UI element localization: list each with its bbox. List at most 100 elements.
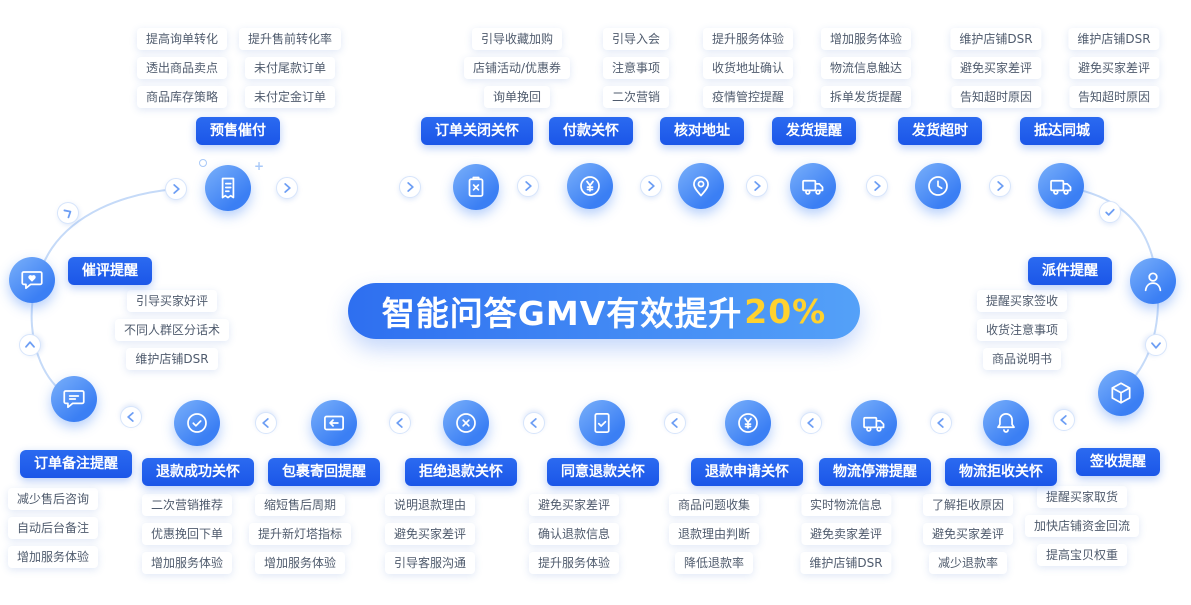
stage-pill-refund-reject: 拒绝退款关怀	[405, 458, 517, 486]
note-item: 减少退款率	[928, 552, 1008, 574]
coin-yen-icon	[567, 163, 613, 209]
note-item: 提高宝贝权重	[1036, 544, 1128, 566]
doc-check-icon	[579, 400, 625, 446]
flow-arrow-icon	[389, 412, 411, 434]
note-item: 增加服务体验	[141, 552, 233, 574]
stage-pill-stagnant: 物流停滞提醒	[819, 458, 931, 486]
note-item: 避免买家差评	[922, 523, 1014, 545]
note-item: 引导入会	[602, 28, 670, 50]
stage-pill-package-return: 包裹寄回提醒	[268, 458, 380, 486]
map-pin-icon	[678, 163, 724, 209]
flow-arrow-icon	[120, 406, 142, 428]
note-item: 避免卖家差评	[800, 523, 892, 545]
package-icon	[1098, 370, 1144, 416]
note-item: 实时物流信息	[800, 494, 892, 516]
note-item: 提升服务体验	[528, 552, 620, 574]
note-item: 提升售前转化率	[238, 28, 342, 50]
flow-arrow-icon	[52, 197, 84, 229]
note-item: 注意事项	[602, 57, 670, 79]
flow-arrow-icon	[1053, 409, 1075, 431]
flow-arrow-icon	[989, 175, 1011, 197]
flow-arrow-icon	[866, 175, 888, 197]
notes-stagnant: 实时物流信息避免卖家差评维护店铺DSR	[800, 494, 892, 574]
note-item: 退款理由判断	[668, 523, 760, 545]
flow-arrow-icon	[19, 334, 41, 356]
note-item: 店铺活动/优惠券	[463, 57, 571, 79]
note-item: 引导客服沟通	[384, 552, 476, 574]
stage-pill-address: 核对地址	[660, 117, 744, 145]
stage-pill-sign: 签收提醒	[1076, 448, 1160, 476]
note-item: 商品说明书	[982, 348, 1062, 370]
note-item: 维护店铺DSR	[800, 552, 892, 574]
note-item: 拆单发货提醒	[820, 86, 912, 108]
note-item: 未付定金订单	[244, 86, 336, 108]
note-item: 收货地址确认	[702, 57, 794, 79]
notes-package-return: 缩短售后周期提升新灯塔指标增加服务体验	[248, 494, 352, 574]
flow-arrow-icon	[746, 175, 768, 197]
note-item: 增加服务体验	[254, 552, 346, 574]
notes-presale-1: 提高询单转化透出商品卖点商品库存策略	[136, 28, 228, 108]
note-item: 维护店铺DSR	[1068, 28, 1160, 50]
flow-arrow-icon	[276, 177, 298, 199]
note-item: 提高询单转化	[136, 28, 228, 50]
coin-yen-icon	[725, 400, 771, 446]
notes-refund-reject: 说明退款理由避免买家差评引导客服沟通	[384, 494, 476, 574]
notes-payment: 引导入会注意事项二次营销	[602, 28, 670, 108]
note-item: 二次营销	[602, 86, 670, 108]
note-item: 减少售后咨询	[7, 488, 99, 510]
note-item: 优惠挽回下单	[141, 523, 233, 545]
flow-arrow-icon	[165, 178, 187, 200]
notes-sign: 提醒买家取货加快店铺资金回流提高宝贝权重	[1024, 486, 1140, 566]
note-item: 收货注意事项	[976, 319, 1068, 341]
truck-icon	[851, 400, 897, 446]
note-item: 说明退款理由	[384, 494, 476, 516]
note-item: 自动后台备注	[7, 517, 99, 539]
notes-refund-apply: 商品问题收集退款理由判断降低退款率	[668, 494, 760, 574]
banner-text: 智能问答GMV有效提升	[381, 294, 743, 333]
stage-pill-ship-remind: 发货提醒	[772, 117, 856, 145]
notes-delivery: 提醒买家签收收货注意事项商品说明书	[976, 290, 1068, 370]
note-item: 引导买家好评	[126, 290, 218, 312]
flow-check-icon	[1099, 201, 1121, 223]
note-item: 了解拒收原因	[922, 494, 1014, 516]
sparkle-decoration	[199, 159, 207, 167]
banner-highlight: 20%	[744, 291, 827, 331]
note-item: 告知超时原因	[1068, 86, 1160, 108]
notes-order-close: 引导收藏加购店铺活动/优惠券询单挽回	[463, 28, 571, 108]
chat-heart-icon	[9, 257, 55, 303]
bell-icon	[983, 400, 1029, 446]
note-item: 缩短售后周期	[254, 494, 346, 516]
receipt-icon	[205, 165, 251, 211]
stage-pill-payment: 付款关怀	[549, 117, 633, 145]
stage-pill-refund-apply: 退款申请关怀	[691, 458, 803, 486]
note-item: 降低退款率	[674, 552, 754, 574]
note-item: 避免买家差评	[950, 57, 1042, 79]
courier-icon	[1130, 258, 1176, 304]
stage-pill-same-city: 抵达同城	[1020, 117, 1104, 145]
coin-check-icon	[174, 400, 220, 446]
note-item: 不同人群区分话术	[114, 319, 230, 341]
note-item: 维护店铺DSR	[950, 28, 1042, 50]
stage-pill-review: 催评提醒	[68, 257, 152, 285]
note-item: 商品库存策略	[136, 86, 228, 108]
note-item: 避免买家差评	[1068, 57, 1160, 79]
flow-arrow-icon	[255, 412, 277, 434]
note-item: 透出商品卖点	[136, 57, 228, 79]
chat-lines-icon	[51, 376, 97, 422]
stage-pill-order-note: 订单备注提醒	[20, 450, 132, 478]
clipboard-x-icon	[453, 164, 499, 210]
delivery-van-icon	[1038, 163, 1084, 209]
flow-arrow-icon	[930, 412, 952, 434]
flow-arrow-icon	[1145, 334, 1167, 356]
note-item: 未付尾款订单	[244, 57, 336, 79]
note-item: 提升新灯塔指标	[248, 523, 352, 545]
note-item: 提升服务体验	[702, 28, 794, 50]
notes-address: 提升服务体验收货地址确认疫情管控提醒	[702, 28, 794, 108]
notes-reject-receive: 了解拒收原因避免买家差评减少退款率	[922, 494, 1014, 574]
note-item: 加快店铺资金回流	[1024, 515, 1140, 537]
note-item: 询单挽回	[483, 86, 551, 108]
clock-icon	[915, 163, 961, 209]
notes-review: 引导买家好评不同人群区分话术维护店铺DSR	[114, 290, 230, 370]
notes-refund-agree: 避免买家差评确认退款信息提升服务体验	[528, 494, 620, 574]
